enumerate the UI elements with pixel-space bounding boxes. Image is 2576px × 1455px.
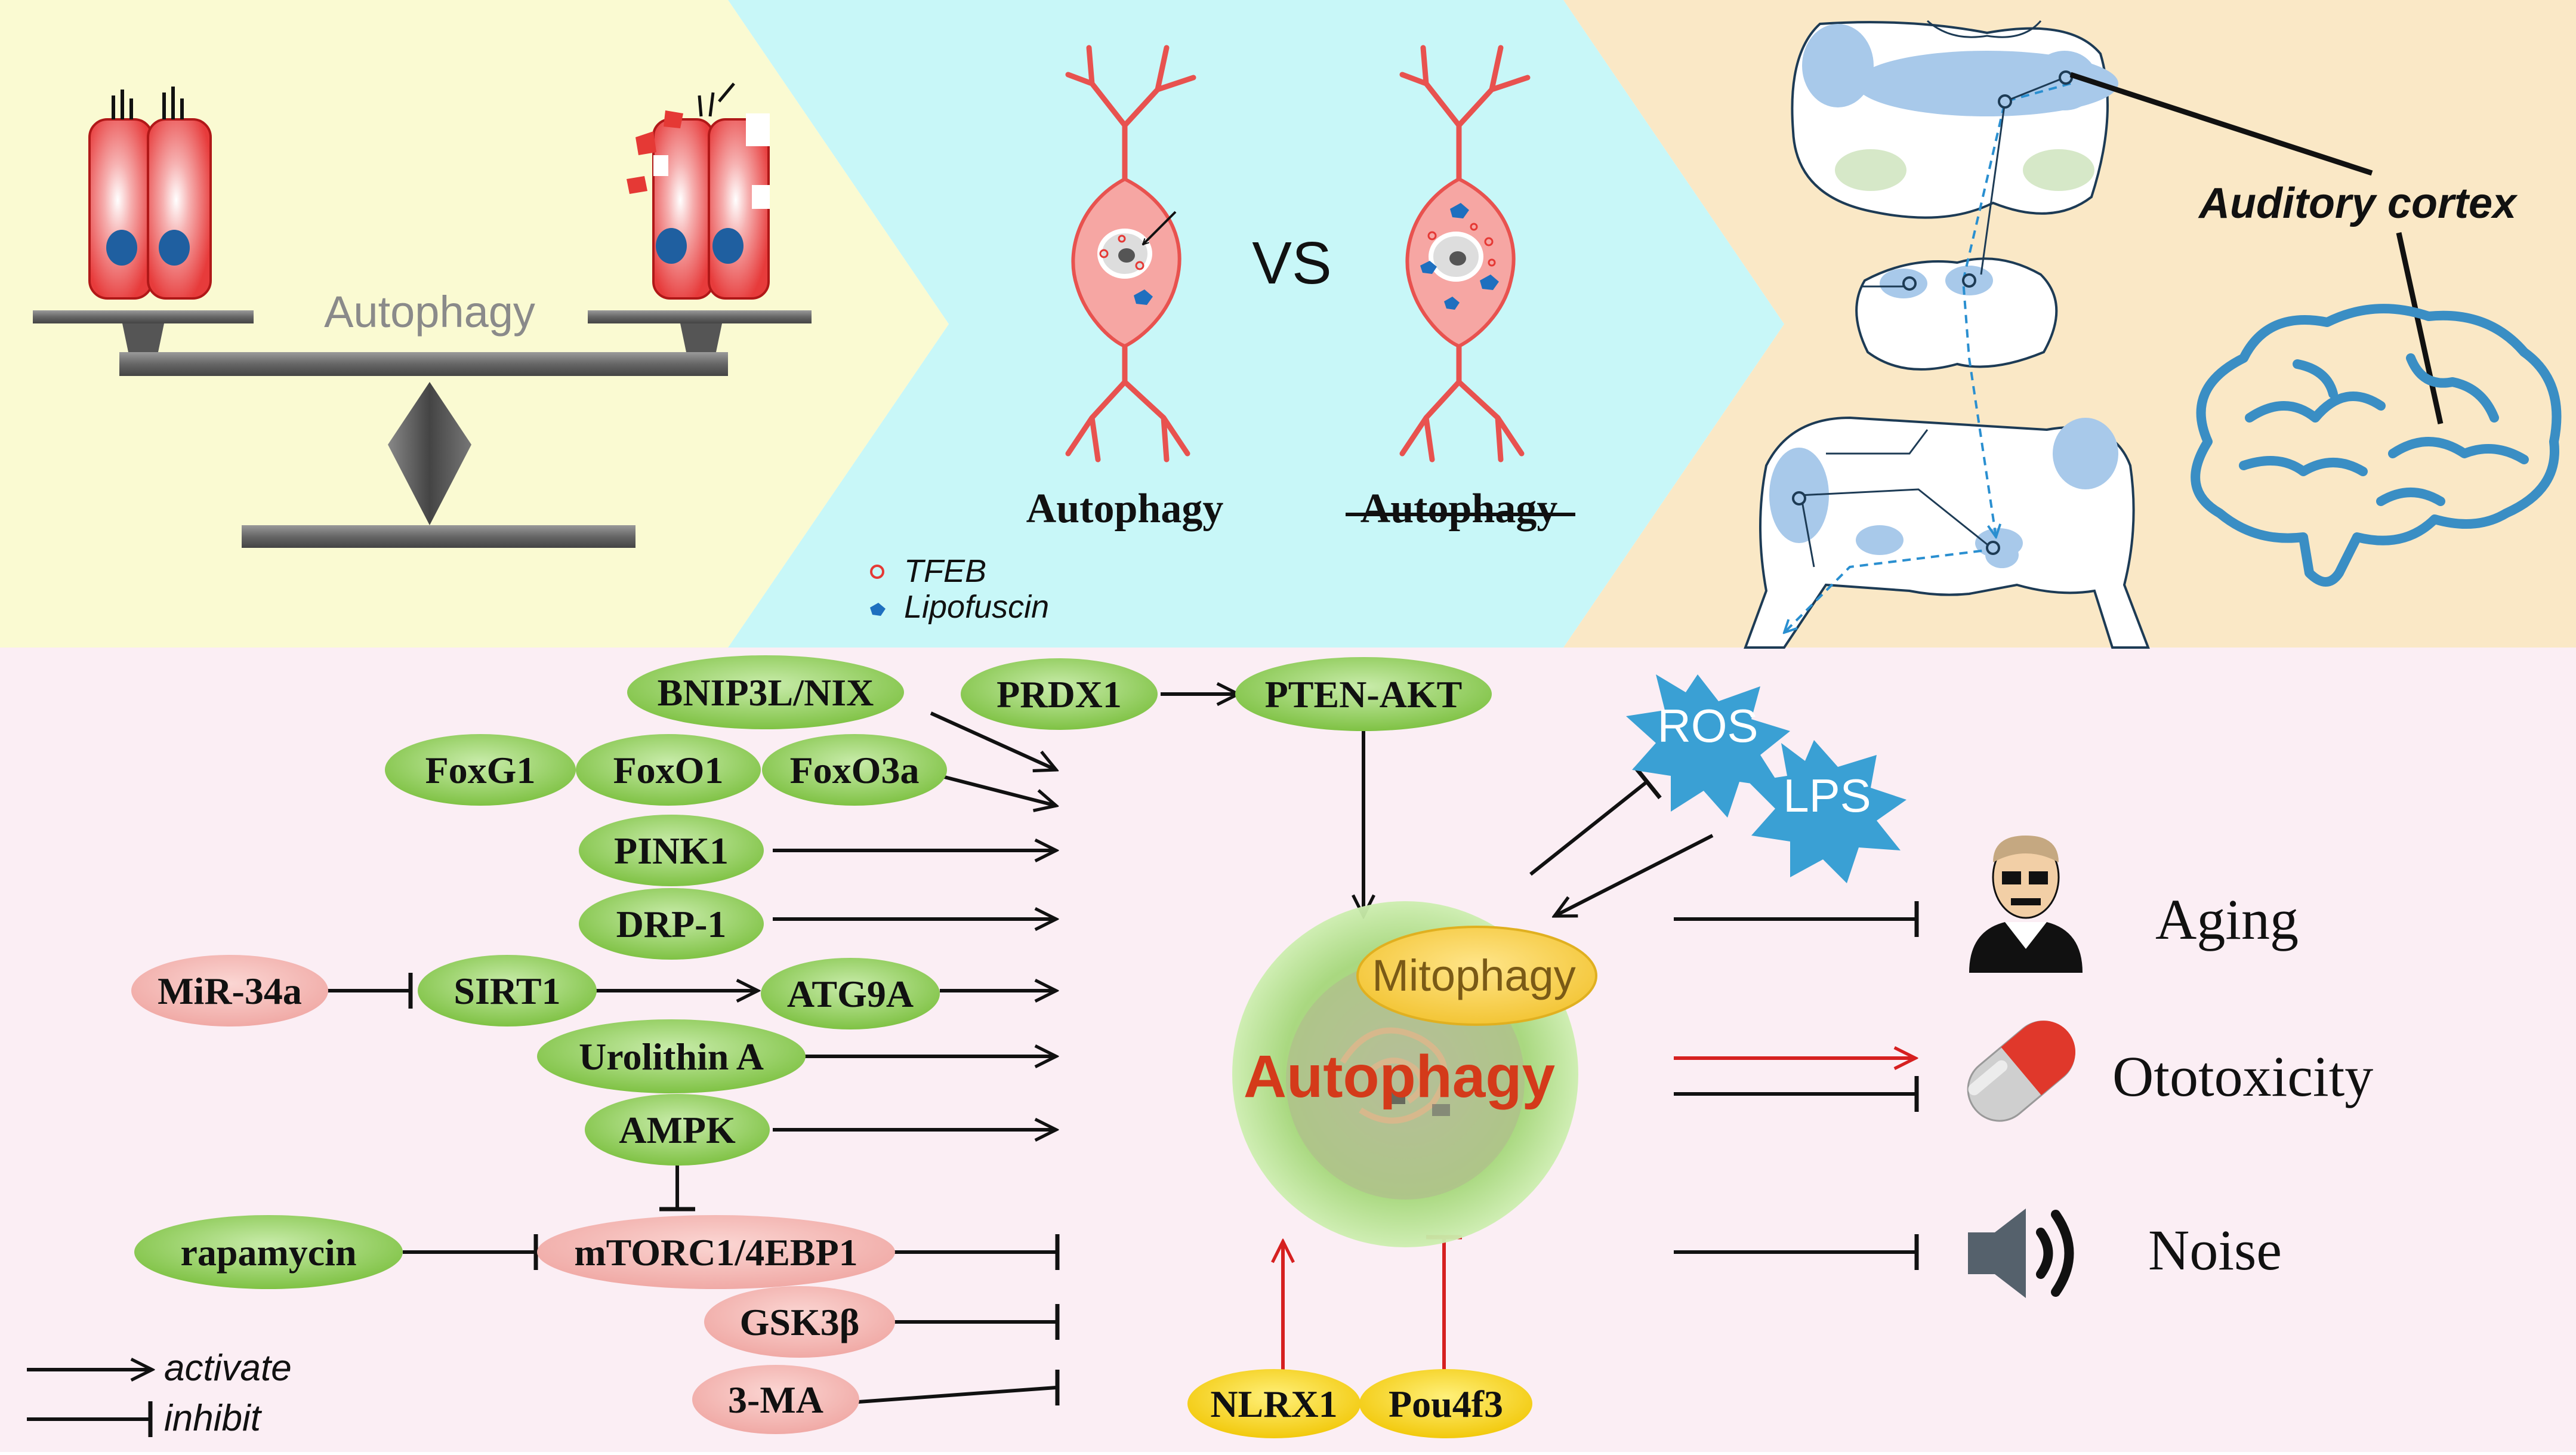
brain-icon	[2191, 304, 2562, 587]
mtorc1-node	[537, 1215, 895, 1289]
pathway-arrows	[313, 694, 1919, 1405]
pink1-label: PINK1	[614, 830, 729, 872]
foxg1-node	[385, 734, 576, 806]
bnip3l-label: BNIP3L/NIX	[658, 671, 874, 714]
damaged-hair-cells	[627, 82, 770, 300]
neuron-autophagy-label: Autophagy	[1026, 486, 1224, 532]
rapamycin-node	[134, 1215, 403, 1289]
mtorc1-label: mTORC1/4EBP1	[574, 1231, 857, 1274]
speaker-icon	[1968, 1209, 2074, 1298]
arrow-legend: activate inhibit	[27, 1348, 292, 1439]
outcomes: Aging Ototoxicity Noise	[1967, 836, 2373, 1298]
balance-autophagy-label: Autophagy	[324, 287, 535, 337]
drp1-label: DRP-1	[616, 903, 727, 945]
neuron-with-autophagy	[1065, 45, 1196, 463]
neuron-comparison: VS Autophagy Autophagy TFEB Lipofuscin	[870, 45, 1575, 625]
gsk3b-node	[704, 1286, 895, 1358]
foxo1-label: FoxO1	[613, 749, 724, 791]
pink1-node	[579, 815, 764, 886]
ototoxicity-label: Ototoxicity	[2112, 1044, 2373, 1108]
3ma-node	[692, 1365, 859, 1434]
ampk-label: AMPK	[619, 1109, 736, 1151]
noise-label: Noise	[2148, 1218, 2282, 1282]
legend-activate-label: activate	[164, 1348, 292, 1389]
pill-capsule-icon	[1967, 1021, 2076, 1122]
foxo1-node	[576, 734, 761, 806]
regulator-nodes: NLRX1 Pou4f3	[1187, 1369, 1532, 1438]
lipofuscin-legend-label: Lipofuscin	[904, 589, 1049, 625]
neuron-autophagy-struck-label: Autophagy	[1361, 486, 1558, 532]
inhibitor-nodes: MiR-34a mTORC1/4EBP1 GSK3β 3-MA	[131, 955, 895, 1434]
cyan-panel-background	[728, 0, 1784, 648]
mir34a-label: MiR-34a	[158, 970, 302, 1012]
nlrx1-node	[1187, 1369, 1361, 1438]
vs-label: VS	[1252, 230, 1331, 297]
neuron-without-autophagy	[1399, 45, 1531, 463]
activator-nodes: BNIP3L/NIX PRDX1 PTEN-AKT FoxG1 FoxO1 Fo…	[134, 655, 1492, 1289]
drp1-node	[579, 888, 764, 960]
foxg1-label: FoxG1	[425, 749, 536, 791]
ampk-node	[585, 1094, 770, 1166]
mir34a-node	[131, 955, 328, 1026]
aging-label: Aging	[2155, 887, 2299, 951]
rapamycin-label: rapamycin	[180, 1231, 356, 1274]
tfeb-legend-label: TFEB	[904, 553, 986, 589]
elderly-person-icon	[1969, 836, 2083, 973]
auditory-cortex-label: Auditory cortex	[2198, 180, 2518, 227]
prdx1-node	[961, 658, 1158, 730]
pten-akt-label: PTEN-AKT	[1265, 673, 1463, 716]
autophagy-cell: Mitophagy Autophagy	[1232, 901, 1597, 1247]
foxo3a-node	[762, 734, 947, 806]
atg9a-node	[761, 958, 940, 1029]
sirt1-node	[418, 955, 597, 1026]
sirt1-label: SIRT1	[454, 970, 560, 1012]
atg9a-label: ATG9A	[787, 973, 914, 1015]
auditory-pathway-anatomy: Auditory cortex	[1744, 20, 2562, 649]
nlrx1-label: NLRX1	[1210, 1383, 1337, 1425]
balance-scale: Autophagy	[33, 82, 812, 548]
autophagy-center-label: Autophagy	[1244, 1043, 1556, 1110]
lps-burst	[1748, 740, 1906, 883]
pou4f3-node	[1359, 1369, 1532, 1438]
pou4f3-label: Pou4f3	[1389, 1383, 1503, 1425]
pten-akt-node	[1235, 657, 1492, 731]
foxo3a-label: FoxO3a	[790, 749, 920, 791]
urolithin-label: Urolithin A	[579, 1035, 764, 1078]
mitophagy-label: Mitophagy	[1372, 951, 1575, 1000]
3ma-label: 3-MA	[728, 1379, 823, 1421]
lps-label: LPS	[1783, 769, 1871, 822]
urolithin-node	[537, 1019, 806, 1093]
ros-label: ROS	[1657, 699, 1758, 752]
legend-inhibit-label: inhibit	[164, 1398, 263, 1439]
bnip3l-node	[627, 655, 904, 729]
gsk3b-label: GSK3β	[740, 1301, 860, 1343]
prdx1-label: PRDX1	[997, 673, 1122, 716]
healthy-hair-cells	[88, 87, 212, 300]
ros-lps-stress: ROS LPS	[1626, 674, 1906, 883]
